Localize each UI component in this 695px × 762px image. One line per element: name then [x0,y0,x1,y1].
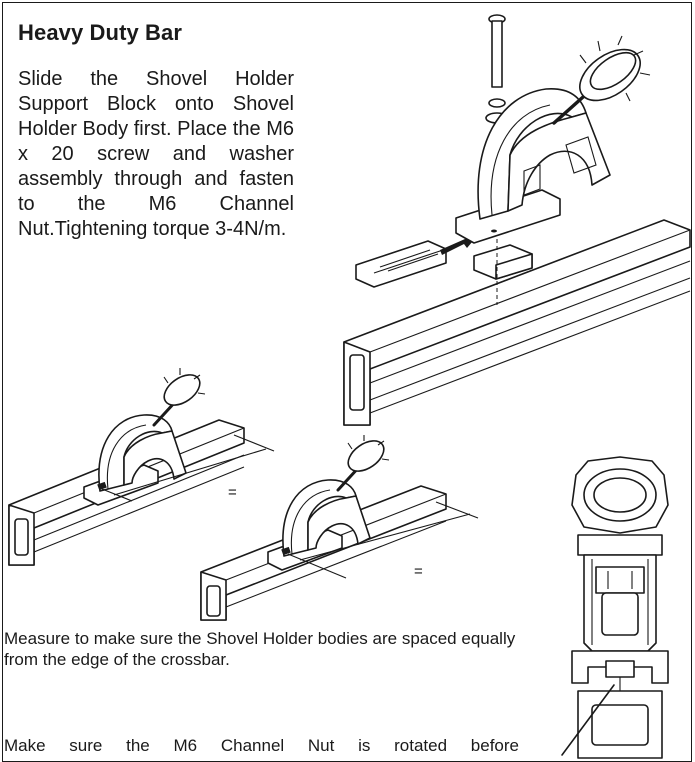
holder-base-icon [455,189,561,244]
bar-slot [349,354,365,411]
holder-top-rim [577,534,663,556]
screw-dot [97,481,107,491]
equal-mark-left: = [228,484,237,501]
rotation-note: Make sure the M6 Channel Nut is rotated … [4,736,519,755]
knob-icon [347,440,385,472]
shovel-holder-on-bar-icon: = [8,368,275,566]
holder-clamp-body-icon [98,414,173,492]
shovel-holder-on-bar-icon: = [200,435,479,621]
knob-icon [163,374,201,406]
assembly-instruction: Slide the Shovel Holder Support Block on… [18,68,294,240]
screw-dot [281,546,291,556]
section-title: Heavy Duty Bar [18,20,183,45]
spacing-note: Measure to make sure the Shovel Holder b… [4,629,516,669]
equal-mark-right: = [414,563,423,580]
shovel-holder-top-view-icon [561,456,669,759]
screw-icon [491,20,503,88]
pointer-line [561,684,615,756]
holder-clamp-body-icon [477,88,587,220]
lock-washer-icon [488,98,506,108]
shovel-holder-exploded-icon [343,14,691,426]
holder-clamp-body-icon [282,479,357,557]
